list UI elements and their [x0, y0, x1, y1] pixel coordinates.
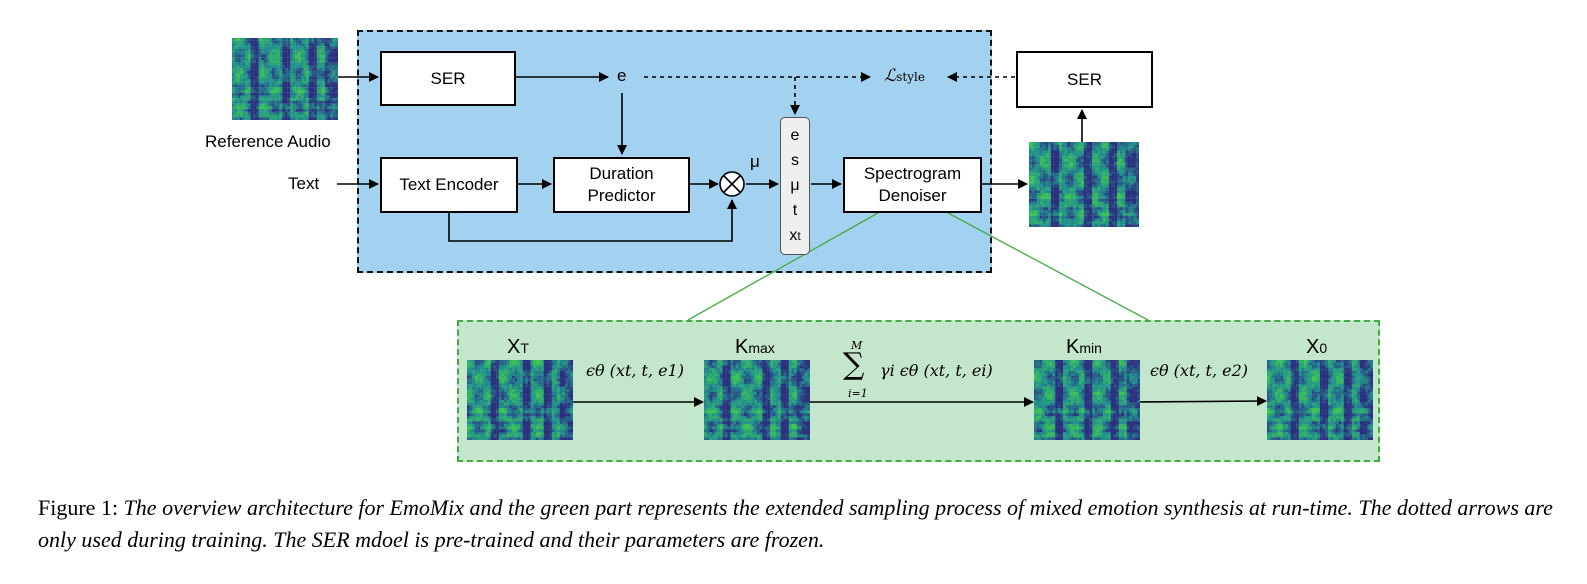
ser-box-right: SER	[1016, 51, 1153, 108]
output-spectrogram	[1029, 142, 1139, 227]
vector-item-s: s	[791, 152, 799, 170]
label-xT: XT	[507, 336, 529, 358]
label-x0: X0	[1306, 336, 1328, 358]
multiply-icon	[719, 171, 745, 197]
condition-vector: e s μ t xt	[780, 117, 810, 255]
spectrogram-denoiser-box: Spectrogram Denoiser	[843, 157, 982, 213]
ser-box: SER	[380, 51, 516, 106]
spectrogram-x0	[1267, 360, 1373, 440]
mu-label: μ	[750, 152, 760, 171]
duration-predictor-box: Duration Predictor	[553, 157, 690, 213]
step1-formula: ϵθ (xt, t, e1)	[586, 361, 685, 380]
caption-prefix: Figure 1:	[38, 495, 119, 520]
sum-symbol: ∑	[843, 347, 865, 382]
duration-predictor-line2: Predictor	[587, 186, 656, 205]
spectrogram-kmax	[704, 360, 810, 440]
spectrogram-xT	[467, 360, 573, 440]
label-kmax: Kmax	[735, 336, 775, 358]
text-input-label: Text	[288, 174, 320, 193]
loss-label: ℒstyle	[884, 66, 925, 86]
sampling-region	[457, 320, 1380, 462]
denoiser-line2: Denoiser	[878, 186, 947, 205]
arrow-kmin-to-x0	[1139, 396, 1267, 407]
sum-lower-limit: i=1	[848, 387, 868, 400]
zoom-line-left	[687, 212, 879, 321]
duration-predictor-line1: Duration	[589, 164, 654, 183]
ser-box-label: SER	[430, 68, 466, 88]
ser-box-right-label: SER	[1067, 69, 1102, 89]
zoom-line-right	[947, 212, 1149, 321]
label-kmin: Kmin	[1066, 336, 1102, 358]
arrow-encoder-skip	[448, 199, 737, 242]
text-encoder-box: Text Encoder	[380, 157, 518, 213]
vector-item-e: e	[790, 127, 800, 145]
text-encoder-label: Text Encoder	[399, 175, 499, 194]
spectrogram-kmin	[1034, 360, 1140, 440]
reference-audio-label: Reference Audio	[205, 132, 331, 151]
e-label: e	[617, 66, 627, 85]
sum-upper-limit: M	[851, 339, 863, 352]
step2-formula: γi ϵθ (xt, t, ei)	[880, 361, 993, 380]
vector-item-xt: xt	[789, 226, 801, 244]
reference-spectrogram	[232, 38, 338, 120]
caption-body: The overview architecture for EmoMix and…	[38, 495, 1553, 552]
figure-caption: Figure 1: The overview architecture for …	[38, 492, 1568, 556]
denoiser-line1: Spectrogram	[863, 164, 962, 183]
vector-item-mu: μ	[790, 176, 800, 194]
step3-formula: ϵθ (xt, t, e2)	[1150, 361, 1249, 380]
vector-item-t: t	[792, 201, 798, 219]
